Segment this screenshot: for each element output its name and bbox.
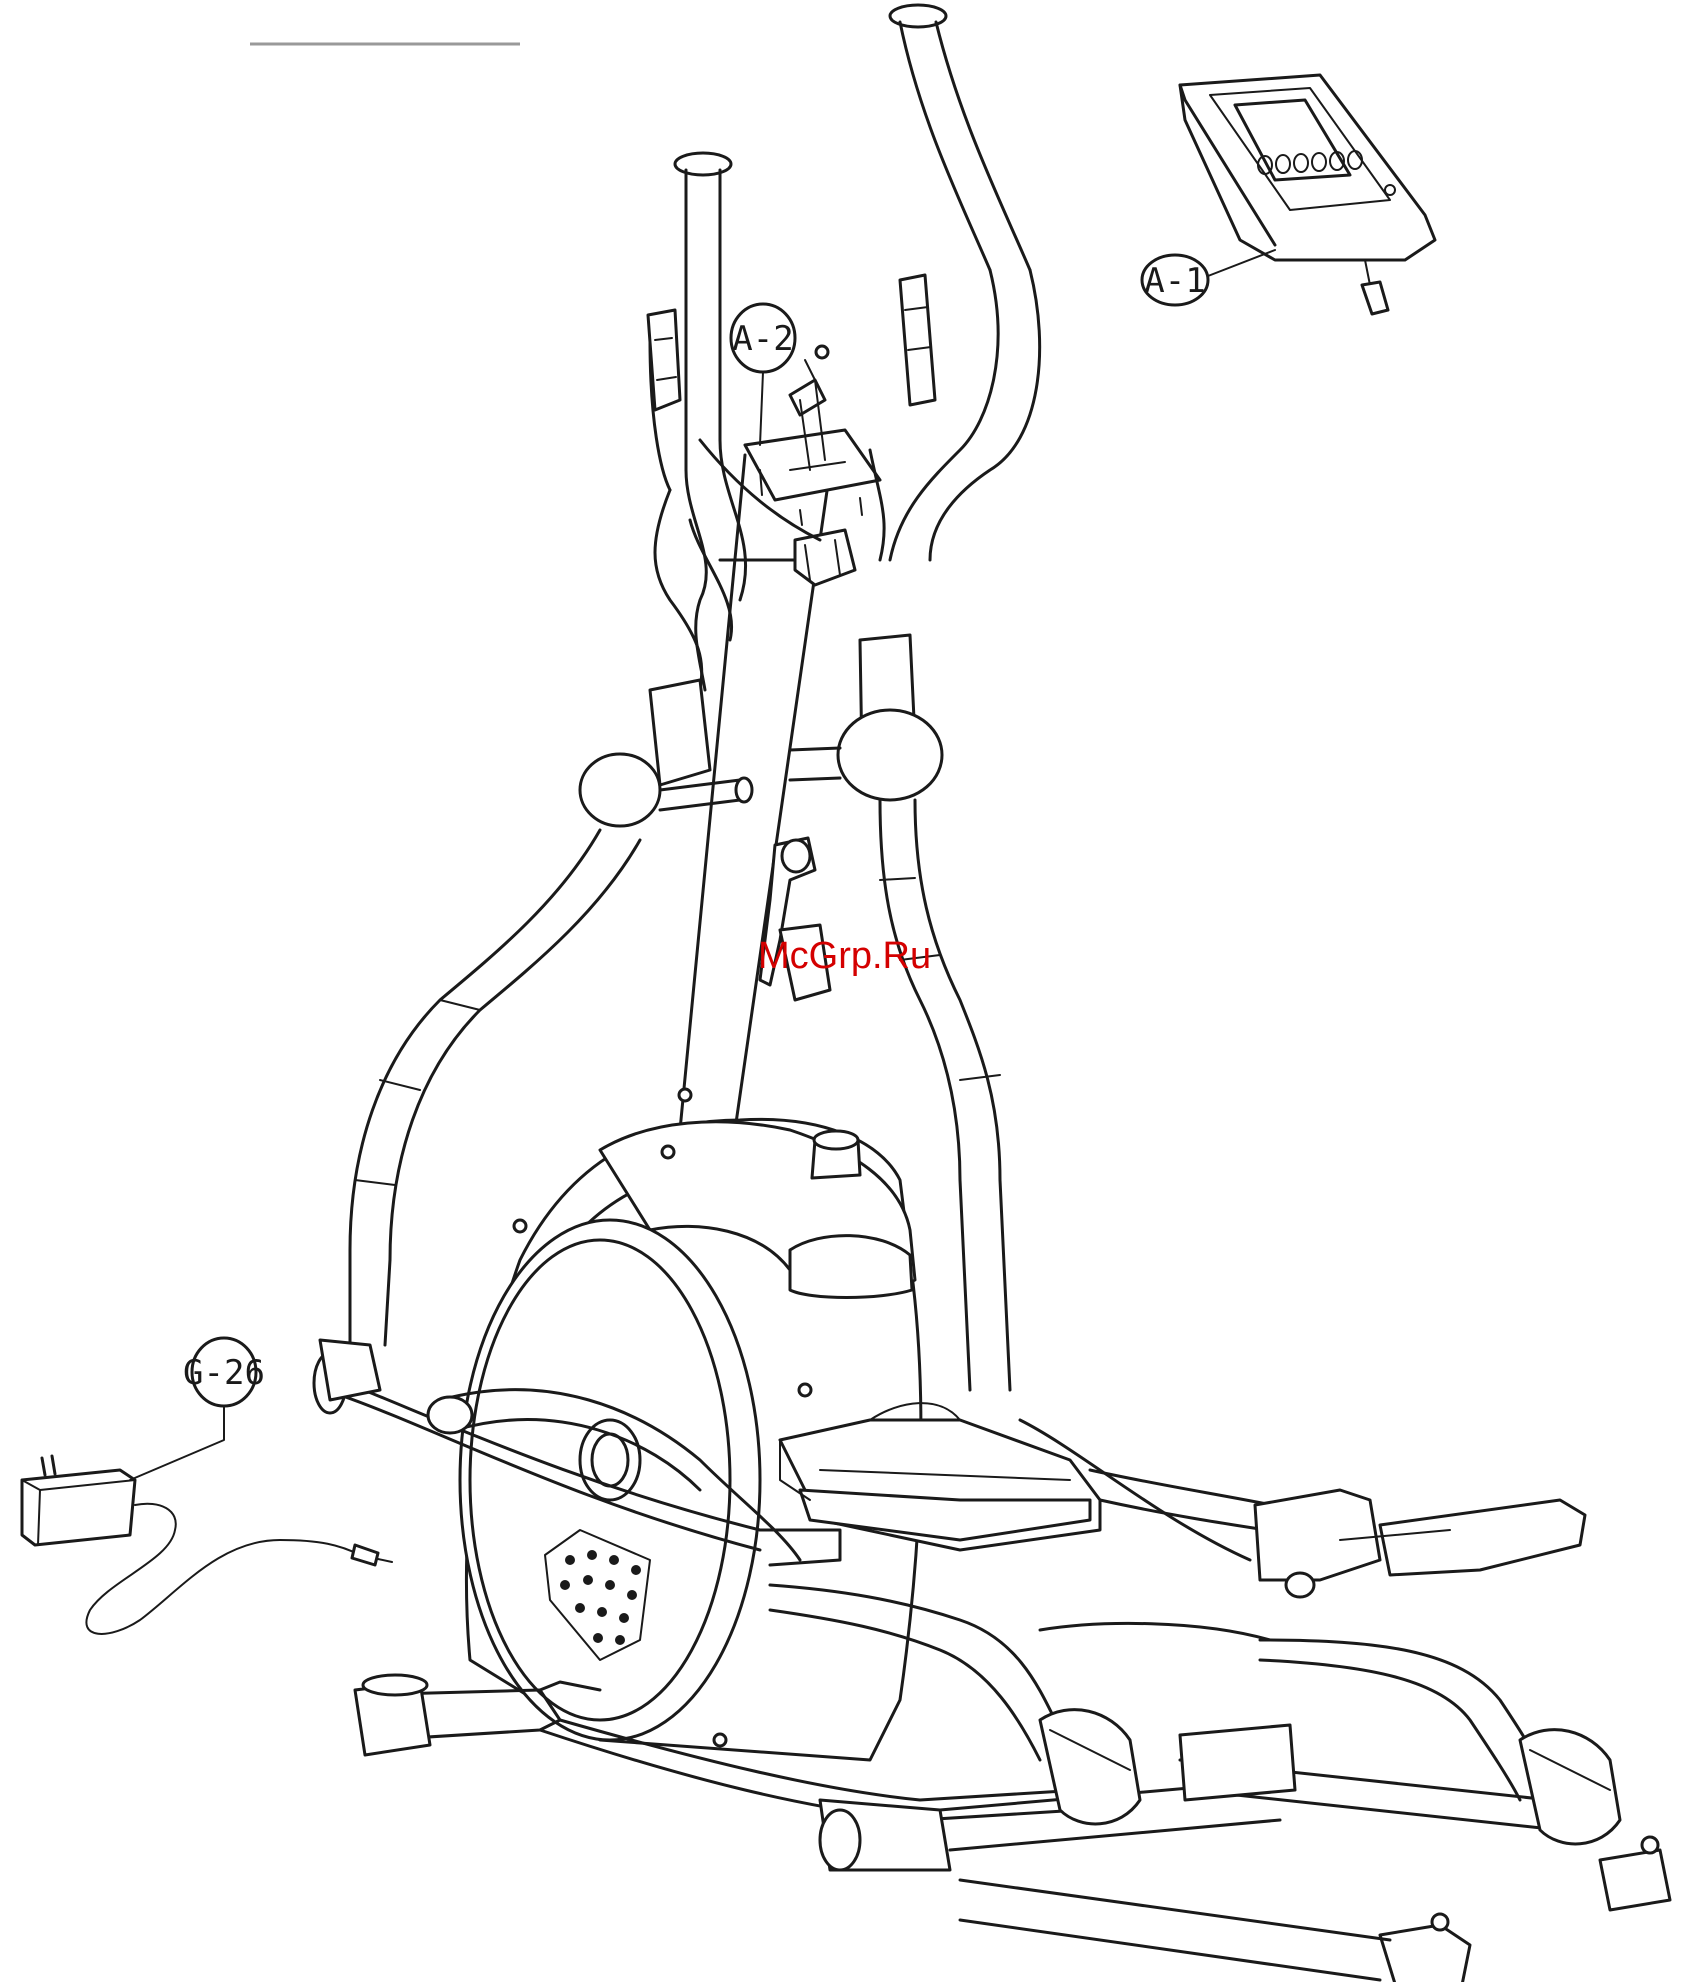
callout-a2-label: A-2: [732, 319, 793, 359]
watermark-text: McGrp.Ru: [758, 935, 931, 977]
callout-a1: A-1: [1142, 250, 1275, 305]
callout-a2: A-2: [731, 304, 795, 445]
power-adapter: [22, 1456, 392, 1634]
console: [1180, 75, 1435, 314]
console-mount-plate: [745, 346, 880, 585]
callout-g26: G-26: [130, 1338, 265, 1480]
right-pedal-arm: [1020, 1420, 1585, 1597]
callout-a1-label: A-1: [1144, 261, 1205, 301]
callout-g26-label: G-26: [183, 1353, 265, 1393]
right-handlebar: [790, 5, 1040, 800]
